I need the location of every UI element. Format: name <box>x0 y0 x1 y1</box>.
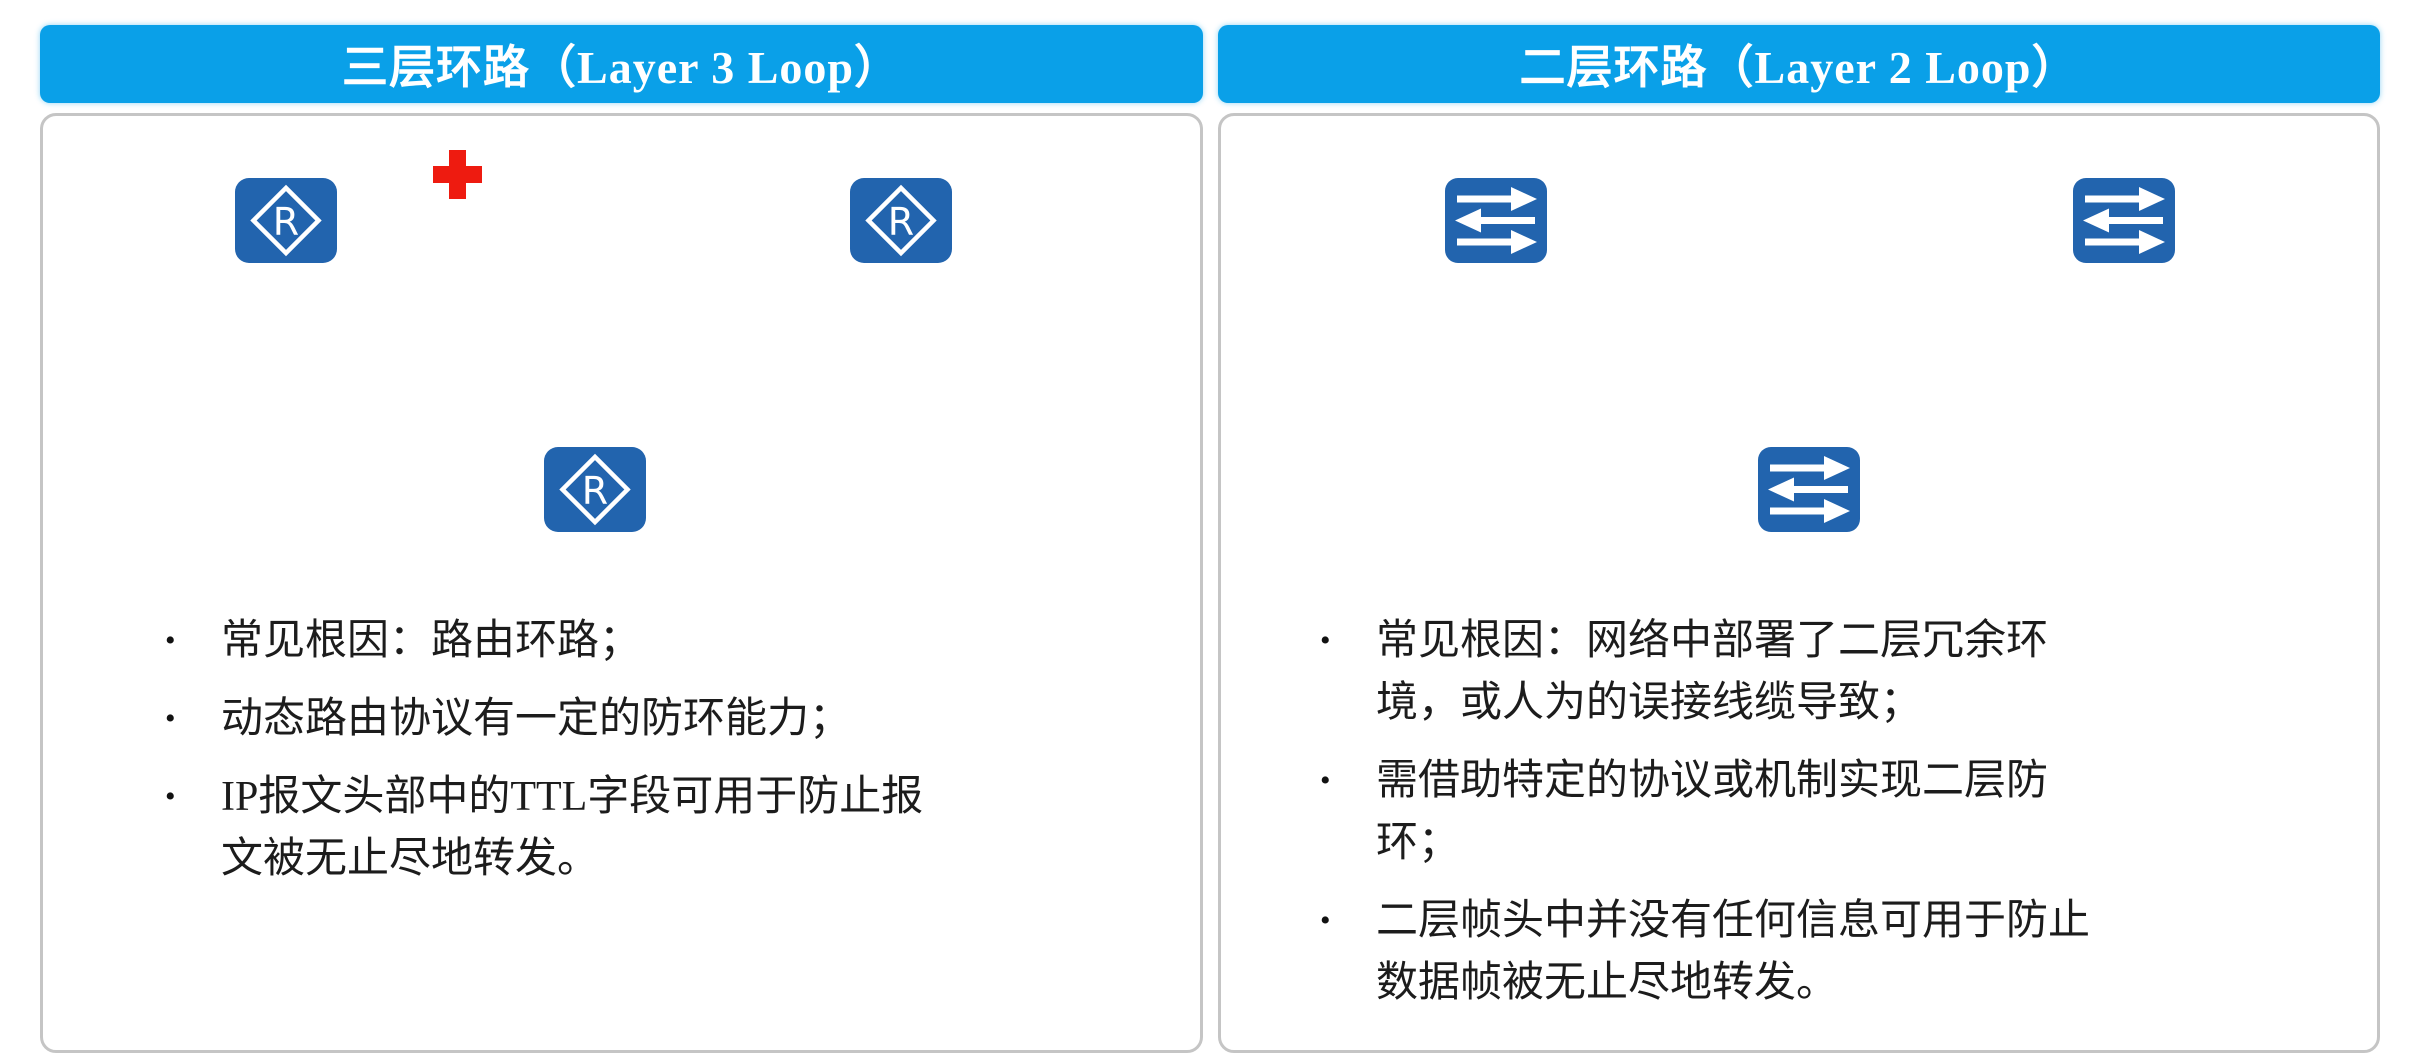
bullet-text: 常见根因：路由环路； <box>221 618 642 664</box>
router-icon: R <box>544 447 646 532</box>
switch-icon <box>1758 447 1860 532</box>
bullet-text: 动态路由协议有一定的防环能力； <box>221 696 852 742</box>
router-icon: R <box>850 178 952 263</box>
router-icon: R <box>235 178 337 263</box>
bullet-marker: • <box>165 624 176 657</box>
bullet-text: IP报文头部中的TTL字段可用于防止报文被无止尽地转发。 <box>221 774 924 882</box>
slide-loop-comparison: { "ui": { "bullet_char": "•" }, "colors"… <box>40 25 2380 1053</box>
bullet-marker: • <box>1320 764 1331 797</box>
layer2-bullet-list: • 常见根因：网络中部署了二层冗余环境，或人为的误接线缆导致； • 需借助特定的… <box>1320 610 2090 1030</box>
layer2-panel-title: 二层环路（Layer 2 Loop） <box>1218 25 2380 103</box>
switch-icon <box>1445 178 1547 263</box>
bullet-marker: • <box>1320 904 1331 937</box>
bullet-marker: • <box>165 702 176 735</box>
layer3-panel <box>40 113 1203 1053</box>
layer3-panel-title: 三层环路（Layer 3 Loop） <box>40 25 1203 103</box>
bullet-marker: • <box>1320 624 1331 657</box>
list-item: • IP报文头部中的TTL字段可用于防止报文被无止尽地转发。 <box>165 766 935 890</box>
bullet-text: 常见根因：网络中部署了二层冗余环境，或人为的误接线缆导致； <box>1376 618 2049 726</box>
bullet-marker: • <box>165 780 176 813</box>
list-item: • 需借助特定的协议或机制实现二层防环； <box>1320 750 2090 874</box>
list-item: • 常见根因：路由环路； <box>165 610 935 672</box>
red-cross-icon <box>433 150 482 199</box>
list-item: • 动态路由协议有一定的防环能力； <box>165 688 935 750</box>
layer3-bullet-list: • 常见根因：路由环路； • 动态路由协议有一定的防环能力； • IP报文头部中… <box>165 610 935 906</box>
svg-text:R: R <box>273 200 299 244</box>
list-item: • 二层帧头中并没有任何信息可用于防止数据帧被无止尽地转发。 <box>1320 890 2090 1014</box>
bullet-text: 需借助特定的协议或机制实现二层防环； <box>1376 758 2049 866</box>
list-item: • 常见根因：网络中部署了二层冗余环境，或人为的误接线缆导致； <box>1320 610 2090 734</box>
bullet-text: 二层帧头中并没有任何信息可用于防止数据帧被无止尽地转发。 <box>1376 898 2091 1006</box>
svg-text:R: R <box>888 200 914 244</box>
switch-icon <box>2073 178 2175 263</box>
layer2-panel <box>1218 113 2380 1053</box>
svg-text:R: R <box>582 469 608 513</box>
